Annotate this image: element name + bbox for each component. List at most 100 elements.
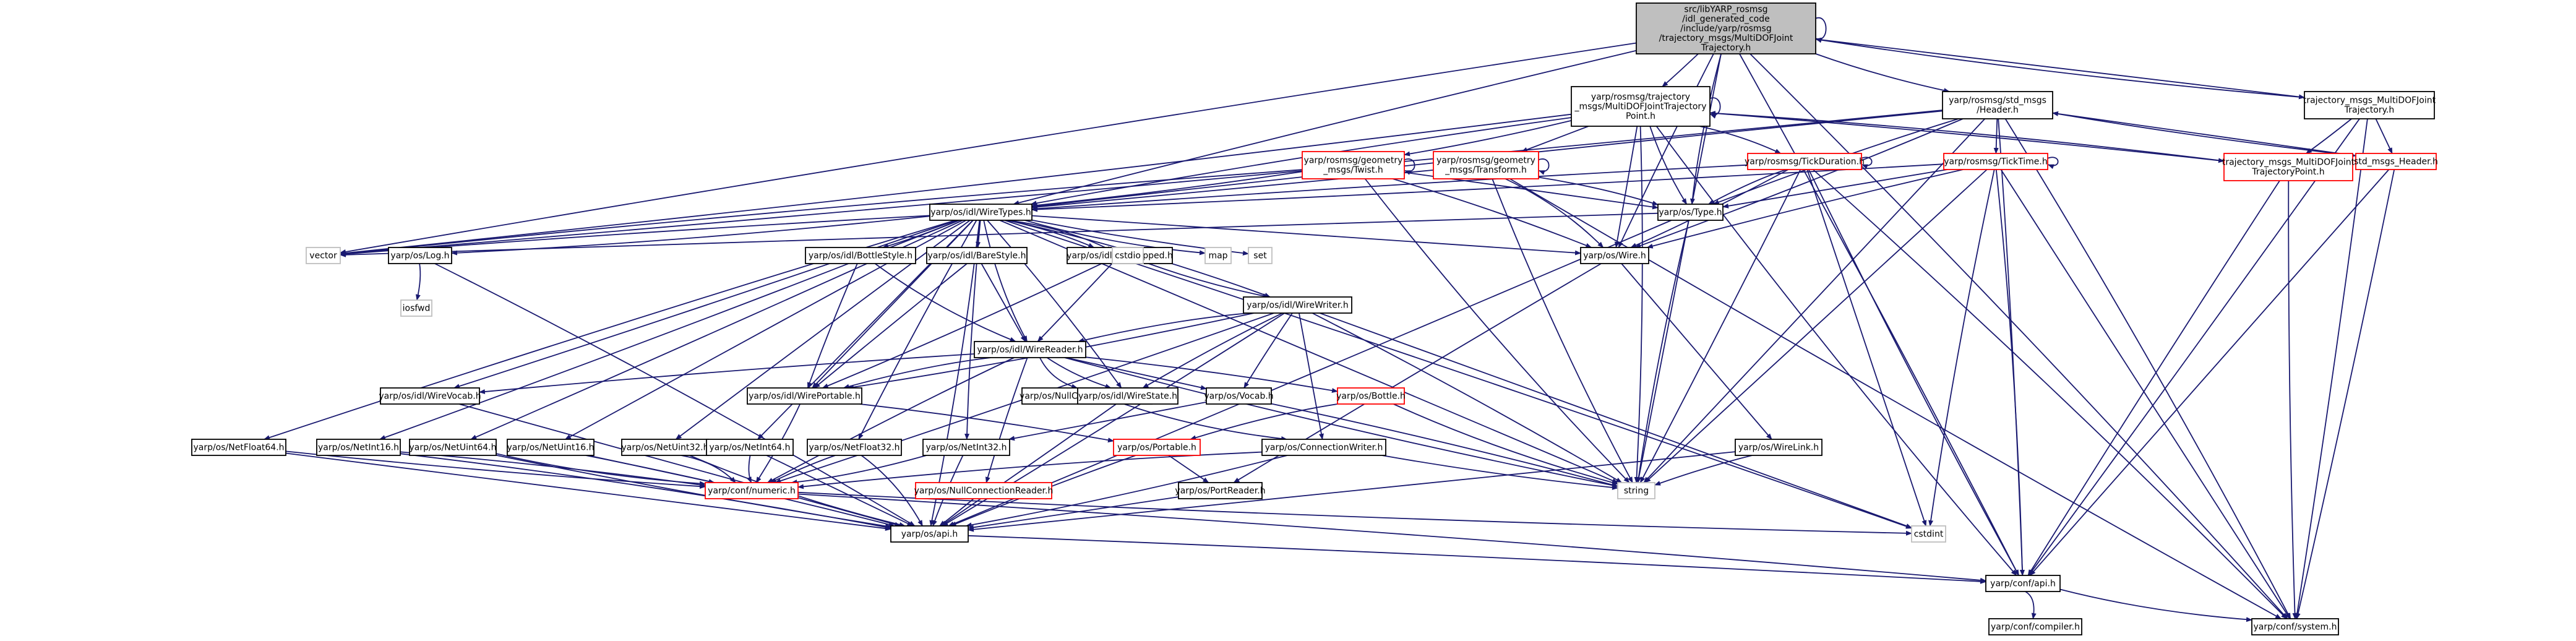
node-wirelink[interactable]: yarp/os/WireLink.h: [1735, 439, 1823, 456]
node-wirevocab[interactable]: yarp/os/idl/WireVocab.h: [379, 387, 481, 405]
node-transform[interactable]: yarp/rosmsg/geometry_msgs/Transform.h: [1433, 151, 1539, 179]
edge-wirewriter-to-string: [1312, 312, 1623, 483]
edge-tickduration-to-tickduration: [1861, 157, 1873, 170]
edge-wirereader-to-vocab: [1066, 357, 1207, 390]
edge-wirereader-to-wireportable: [843, 357, 991, 389]
edge-wiretypes-to-wirevocab: [453, 220, 957, 389]
node-netint64[interactable]: yarp/os/NetInt64.h: [706, 439, 794, 456]
node-mdjtp[interactable]: yarp/rosmsg/trajectory_msgs/MultiDOFJoin…: [1571, 86, 1711, 127]
node-cstdio: cstdio: [1112, 247, 1144, 264]
node-box: [1243, 296, 1352, 314]
node-box: [1433, 151, 1539, 179]
node-netint16[interactable]: yarp/os/NetInt16.h: [316, 439, 401, 456]
node-log[interactable]: yarp/os/Log.h: [388, 247, 452, 264]
edge-tm_mdjt-to-confapi: [2028, 118, 2360, 576]
node-box: [1911, 525, 1946, 543]
node-label-line: yarp/rosmsg/trajectory: [1591, 92, 1690, 102]
edge-tm_mdjt-to-tm_mdjtp: [2305, 118, 2352, 154]
node-netuint32[interactable]: yarp/os/NetUint32.h: [621, 439, 709, 456]
node-system[interactable]: yarp/conf/system.h: [2251, 618, 2339, 635]
node-box: [1636, 2, 1816, 54]
node-osapi[interactable]: yarp/os/api.h: [890, 525, 969, 543]
edge-netfloat32-to-osapi: [861, 455, 923, 527]
node-box: [2304, 91, 2435, 119]
node-label-line: yarp/os/idl/WireReader.h: [977, 345, 1083, 355]
node-box: [1113, 439, 1201, 456]
edge-stdheader-to-oswire: [1634, 118, 1964, 248]
edge-wirereader-to-string: [1064, 357, 1618, 488]
node-barestyle[interactable]: yarp/os/idl/BareStyle.h: [926, 247, 1028, 264]
node-label-line: yarp/os/idl/WireVocab.h: [379, 391, 481, 401]
node-string: string: [1617, 482, 1655, 499]
node-ostype[interactable]: yarp/os/Type.h: [1657, 204, 1724, 221]
node-netfloat64[interactable]: yarp/os/NetFloat64.h: [191, 439, 286, 456]
edge-netuint32-to-numeric: [680, 455, 736, 483]
node-label-line: yarp/os/api.h: [901, 529, 958, 539]
node-tickduration[interactable]: yarp/rosmsg/TickDuration.h: [1745, 153, 1865, 170]
node-wirereader[interactable]: yarp/os/idl/WireReader.h: [974, 341, 1086, 358]
node-label-line: iosfwd: [403, 303, 431, 313]
node-box: [1580, 247, 1649, 264]
edge-stdheader-to-system: [2004, 118, 2291, 619]
edge-wirereader-to-bottle: [1085, 356, 1338, 394]
edge-ostype-to-osapi: [948, 220, 1672, 527]
edge-root-to-mdjtp: [1662, 53, 1699, 87]
node-portable[interactable]: yarp/os/Portable.h: [1113, 439, 1201, 456]
edge-tm_mdjt-to-system: [2295, 118, 2368, 619]
node-ticktime[interactable]: yarp/rosmsg/TickTime.h: [1943, 153, 2048, 170]
edge-wirewriter-to-wirereader: [1078, 312, 1250, 343]
node-box: [1985, 575, 2061, 592]
node-wirewriter[interactable]: yarp/os/idl/WireWriter.h: [1243, 296, 1352, 314]
edge-mdjtp-to-string: [1634, 126, 1643, 483]
node-oswire[interactable]: yarp/os/Wire.h: [1580, 247, 1649, 264]
edge-netint16-to-osapi: [400, 453, 891, 530]
node-label-line: yarp/os/Log.h: [390, 251, 449, 260]
edge-unwrapped-to-wireportable: [822, 263, 1102, 389]
edge-wirewriter-to-wirestate: [1142, 312, 1283, 389]
node-label-line: yarp/rosmsg/std_msgs: [1949, 96, 2046, 106]
edge-twist-to-vector: [340, 169, 1303, 256]
edge-portreader-to-osapi: [968, 496, 1179, 530]
node-bottlestyle[interactable]: yarp/os/idl/BottleStyle.h: [805, 247, 916, 264]
node-wirestate[interactable]: yarp/os/idl/WireState.h: [1077, 387, 1179, 405]
node-wiretypes[interactable]: yarp/os/idl/WireTypes.h: [929, 204, 1033, 221]
node-std_msgs_header[interactable]: std_msgs_Header.h: [2354, 153, 2438, 170]
edge-tm_mdjtp-to-mdjtp: [1709, 111, 2225, 162]
node-tm_mdjt[interactable]: trajectory_msgs_MultiDOFJointTrajectory.…: [2303, 91, 2436, 119]
edge-root-to-system: [1750, 53, 2288, 619]
node-vocab[interactable]: yarp/os/Vocab.h: [1204, 387, 1274, 405]
node-netuint64[interactable]: yarp/os/NetUint64.h: [409, 439, 497, 456]
node-bottle[interactable]: yarp/os/Bottle.h: [1336, 387, 1406, 405]
edge-netint32-to-numeric: [791, 455, 927, 485]
node-stdheader[interactable]: yarp/rosmsg/std_msgs/Header.h: [1942, 91, 2053, 119]
node-netuint16[interactable]: yarp/os/NetUint16.h: [507, 439, 595, 456]
edge-root-to-tm_mdjt: [1815, 38, 2305, 100]
edge-tm_mdjt-to-std_msgs_header: [2375, 118, 2393, 154]
node-netfloat32[interactable]: yarp/os/NetFloat32.h: [807, 439, 902, 456]
node-netint32[interactable]: yarp/os/NetInt32.h: [922, 439, 1010, 456]
node-label-line: yarp/os/idl/WirePortable.h: [749, 391, 861, 401]
edge-barestyle-to-wirereader: [981, 263, 1026, 342]
node-label-line: yarp/os/Portable.h: [1117, 442, 1196, 452]
edge-netint64-to-numeric: [747, 455, 752, 483]
node-box: [388, 247, 452, 264]
edge-wirewriter-to-cstdint: [1319, 312, 1912, 528]
node-tm_mdjtp[interactable]: trajectory_msgs_MultiDOFJointTrajectoryP…: [2222, 153, 2355, 181]
edge-twist-to-string: [1364, 178, 1630, 483]
node-label-line: yarp/os/NetInt64.h: [709, 442, 790, 452]
node-portreader[interactable]: yarp/os/PortReader.h: [1175, 482, 1266, 499]
edge-std_msgs_header-to-confapi: [2029, 169, 2390, 576]
node-wireportable[interactable]: yarp/os/idl/WirePortable.h: [747, 387, 862, 405]
node-label-line: yarp/os/PortReader.h: [1175, 486, 1265, 496]
node-connwriter[interactable]: yarp/os/ConnectionWriter.h: [1261, 439, 1386, 456]
edge-tm_mdjtp-to-system: [2288, 180, 2298, 619]
edge-confapi-to-system: [2059, 588, 2252, 622]
node-compiler[interactable]: yarp/conf/compiler.h: [1988, 618, 2082, 635]
node-box: [1747, 153, 1862, 170]
node-numeric[interactable]: yarp/conf/numeric.h: [705, 482, 799, 499]
edge-wiretypes-to-oswire: [1031, 215, 1581, 256]
edge-wiretypes-to-bottlestyle: [882, 220, 959, 249]
node-twist[interactable]: yarp/rosmsg/geometry_msgs/Twist.h: [1302, 151, 1405, 179]
node-confapi[interactable]: yarp/conf/api.h: [1985, 575, 2061, 592]
node-nullconnreader[interactable]: yarp/os/NullConnectionReader.h: [914, 482, 1054, 499]
